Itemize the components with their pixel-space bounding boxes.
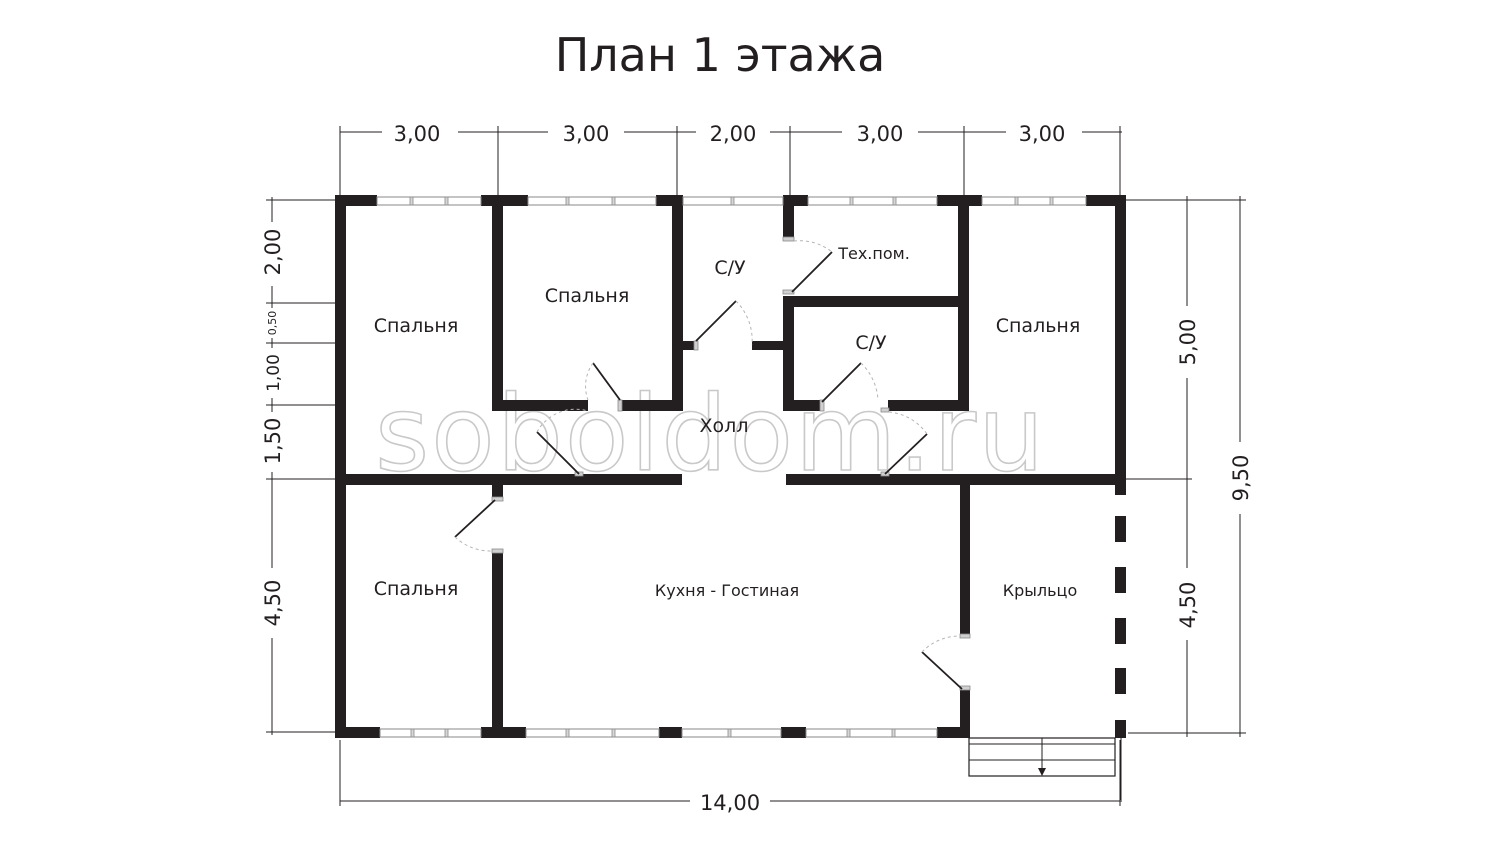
dim-top-5: 3,00 xyxy=(1019,122,1066,146)
door-entrance xyxy=(921,633,971,691)
dim-right-total: 9,50 xyxy=(1229,455,1253,502)
label-kitchen-living: Кухня - Гостиная xyxy=(655,581,799,600)
door-tech-room xyxy=(782,236,833,295)
label-bedroom-bottom-left: Спальня xyxy=(374,578,459,600)
dim-top-1: 3,00 xyxy=(394,122,441,146)
bottom-dimension: 14,00 xyxy=(339,740,1122,815)
label-porch: Крыльцо xyxy=(1003,581,1077,600)
dim-left-5: 4,50 xyxy=(261,580,285,627)
plan-title: План 1 этажа xyxy=(554,28,886,82)
door-bathroom-1 xyxy=(693,300,753,351)
windows xyxy=(376,196,1087,738)
window-top-5 xyxy=(981,196,1087,206)
label-bathroom-1: С/У xyxy=(714,257,746,279)
label-bedroom-top-right: Спальня xyxy=(996,315,1081,337)
left-dimension-chain: 2,00 0,50 1,00 1,50 4,50 xyxy=(260,197,336,735)
label-tech-room: Тех.пом. xyxy=(837,244,910,263)
porch-stairs xyxy=(968,737,1122,800)
window-top-3 xyxy=(682,196,784,206)
window-bottom-3 xyxy=(681,728,782,738)
walls xyxy=(335,195,1126,738)
dim-left-3: 1,00 xyxy=(264,354,284,392)
window-top-4 xyxy=(807,196,938,206)
door-bedroom-middle xyxy=(585,362,623,412)
dim-top-2: 3,00 xyxy=(563,122,610,146)
top-dimension-chain: 3,00 3,00 2,00 3,00 3,00 xyxy=(339,118,1122,200)
window-bottom-1 xyxy=(379,728,482,738)
dim-left-4: 1,50 xyxy=(261,418,285,465)
window-bottom-2 xyxy=(525,728,660,738)
dim-top-4: 3,00 xyxy=(857,122,904,146)
dim-bottom-total: 14,00 xyxy=(700,791,760,815)
dim-right-1: 5,00 xyxy=(1176,319,1200,366)
right-dimension-chain: 5,00 4,50 9,50 xyxy=(1125,196,1253,737)
room-labels: Спальня Спальня С/У Тех.пом. С/У Спальня… xyxy=(374,244,1081,600)
dim-right-2: 4,50 xyxy=(1176,582,1200,629)
window-top-1 xyxy=(376,196,482,206)
door-bedroom-top-left xyxy=(536,408,589,477)
door-bedroom-bottom-left xyxy=(454,496,504,554)
label-bathroom-2: С/У xyxy=(855,332,887,354)
label-bedroom-top-left: Спальня xyxy=(374,315,459,337)
window-bottom-4 xyxy=(805,728,938,738)
door-bathroom-2 xyxy=(819,362,879,412)
window-top-2 xyxy=(527,196,657,206)
dim-left-2: 0,50 xyxy=(266,311,279,336)
label-hall: Холл xyxy=(700,415,749,437)
dim-top-3: 2,00 xyxy=(710,122,757,146)
doors xyxy=(454,236,971,691)
label-bedroom-top-middle: Спальня xyxy=(545,285,630,307)
door-bedroom-top-right xyxy=(880,407,928,477)
dim-left-1: 2,00 xyxy=(261,229,285,276)
